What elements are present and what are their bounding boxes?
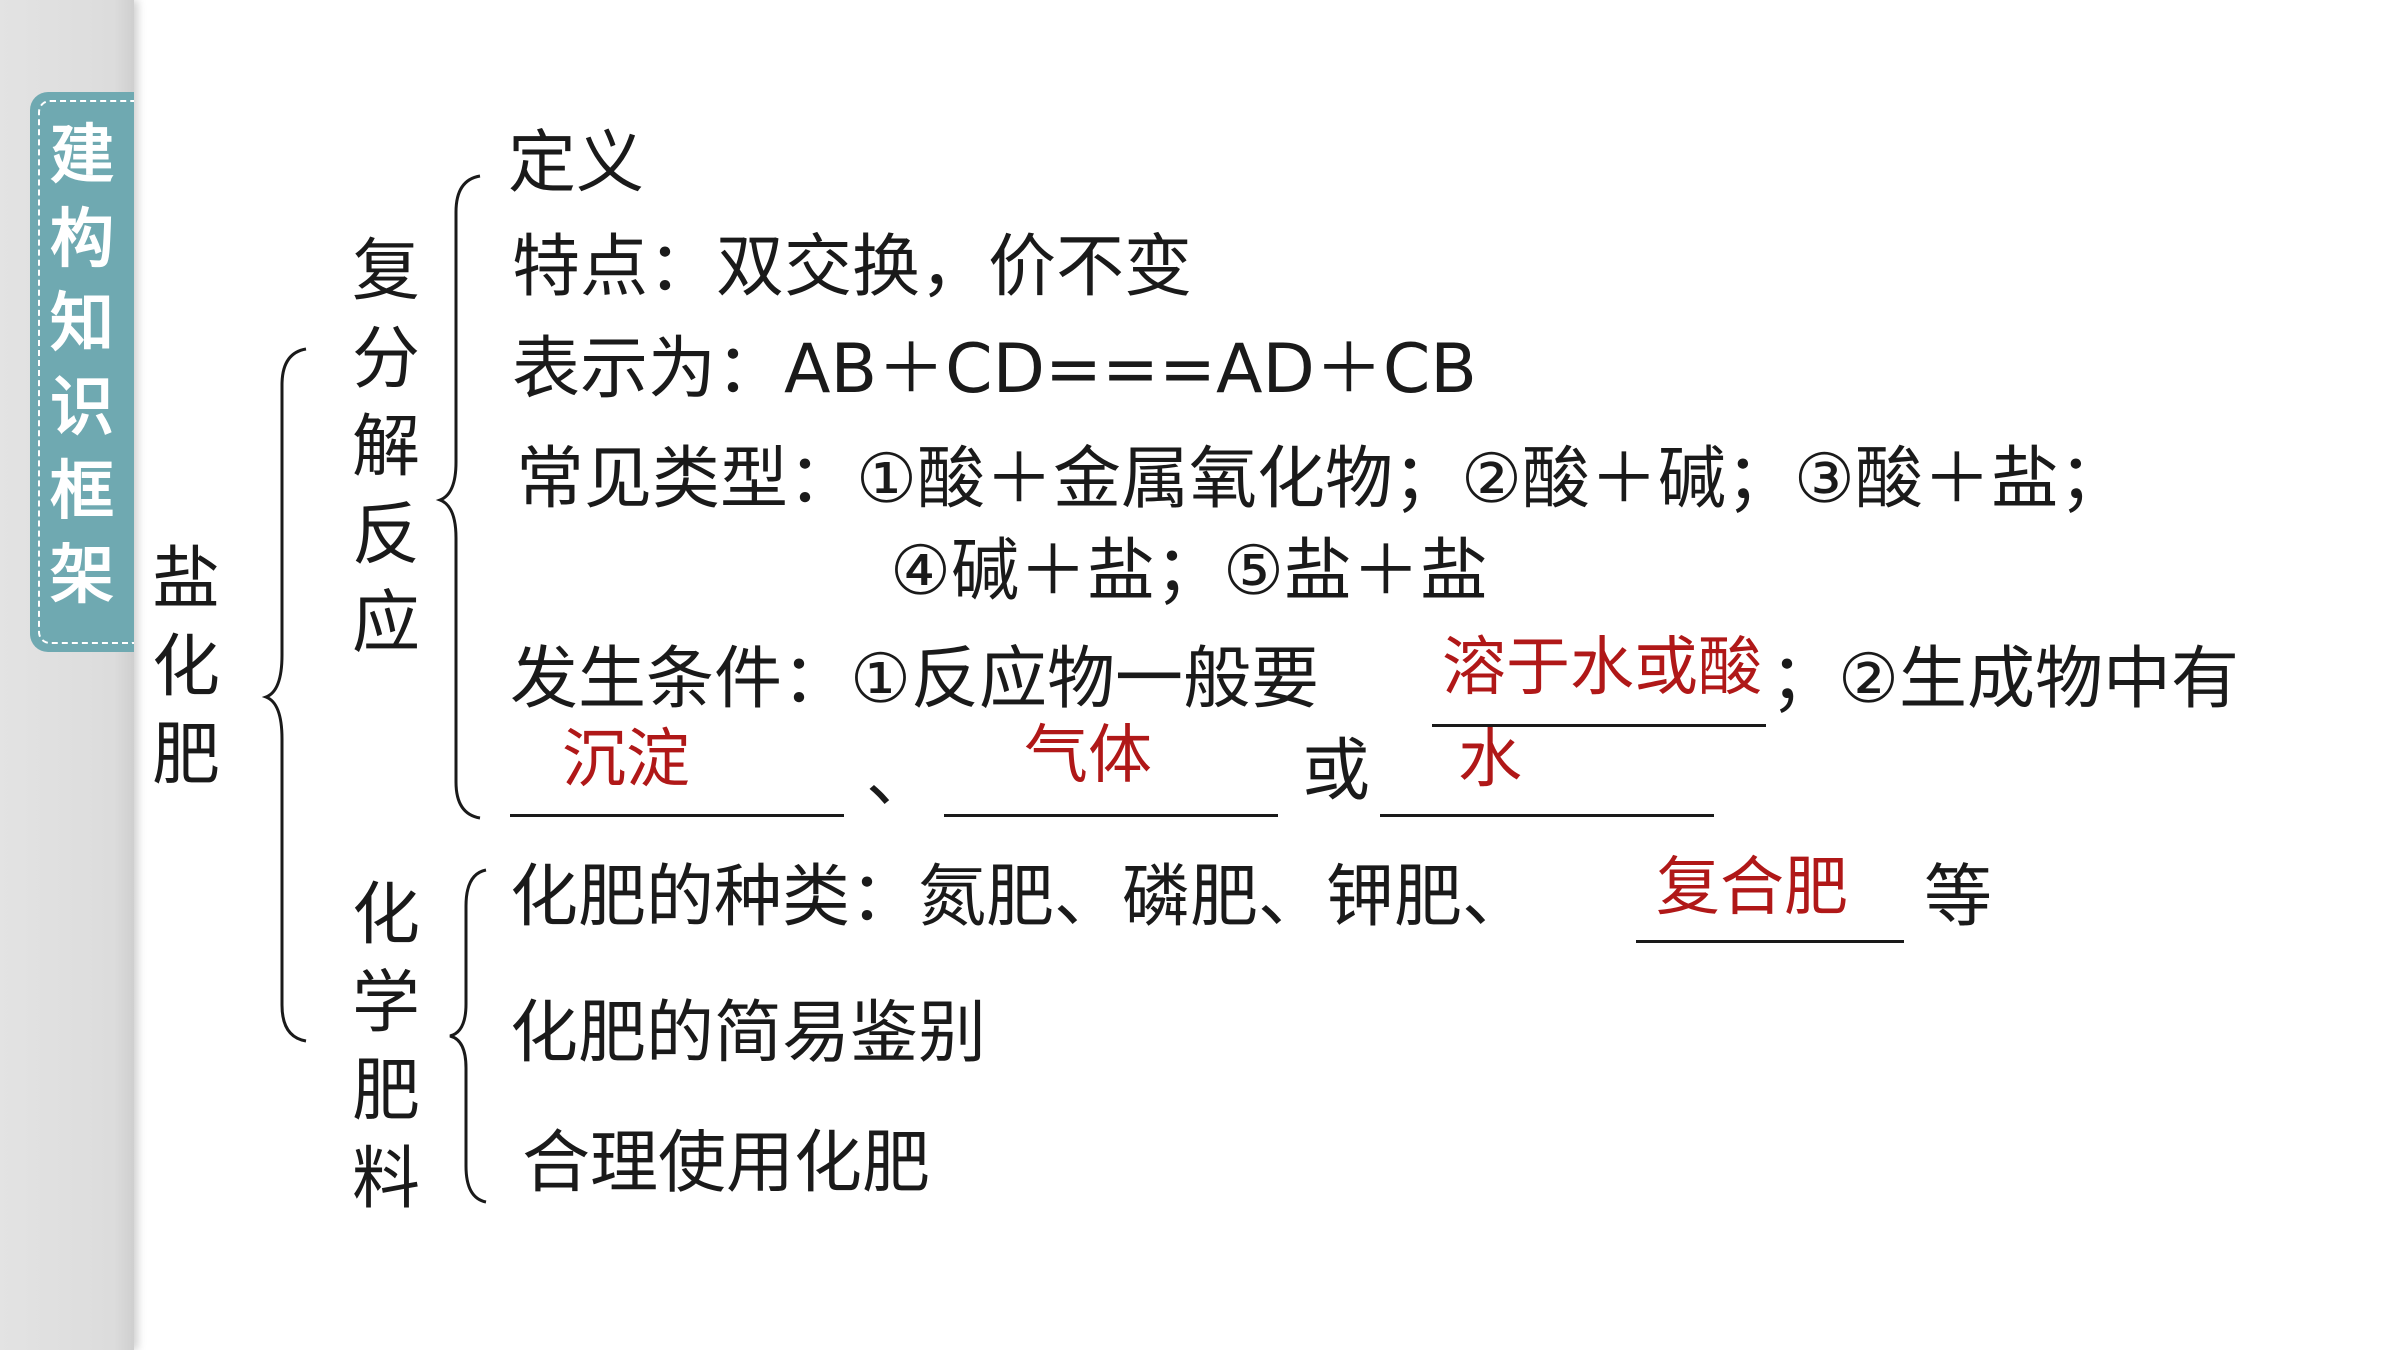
types-line2: ④碱＋盐；⑤盐＋盐 [890,532,1488,611]
blank-2 [510,814,844,817]
branch1-label: 复分解反应 [351,232,420,663]
blank-5 [1636,940,1904,943]
branch2-label: 化学肥料 [351,876,420,1219]
condition-answer3: 气体 [1024,719,1152,793]
fertilizer-types-prefix: 化肥的种类：氮肥、磷肥、钾肥、 [510,858,1531,937]
root-label: 盐化肥 [151,540,220,795]
section-tab-title: 建构知识框架 [50,119,114,613]
condition-prefix: 发生条件：①反应物一般要 [510,640,1319,719]
fertilizer-types-answer: 复合肥 [1656,851,1848,925]
section-tab-border [38,100,134,644]
condition-mid: ；②生成物中有 [1770,640,2239,719]
feature-text: 特点：双交换，价不变 [512,228,1193,307]
expression-text: 表示为：AB＋CD===AD＋CB [512,330,1477,409]
fertilizer-types-suffix: 等 [1924,858,1993,937]
types-line1: 常见类型：①酸＋金属氧化物；②酸＋碱；③酸＋盐； [516,440,2127,519]
blank-3 [944,814,1278,817]
definition-text: 定义 [508,124,645,203]
branch1-brace [435,174,481,820]
blank-1 [1432,724,1766,727]
root-brace [261,347,307,1043]
condition-answer1: 溶于水或酸 [1442,631,1762,705]
blank-4 [1380,814,1714,817]
separator-text: 、 [866,738,935,817]
fertilizer-usage-text: 合理使用化肥 [522,1124,931,1203]
or-text: 或 [1302,732,1371,811]
condition-answer2: 沉淀 [562,723,690,797]
fertilizer-identify-text: 化肥的简易鉴别 [510,994,987,1073]
section-tab: 建构知识框架 [30,92,134,652]
branch2-brace [449,868,487,1204]
condition-answer4: 水 [1458,723,1522,797]
